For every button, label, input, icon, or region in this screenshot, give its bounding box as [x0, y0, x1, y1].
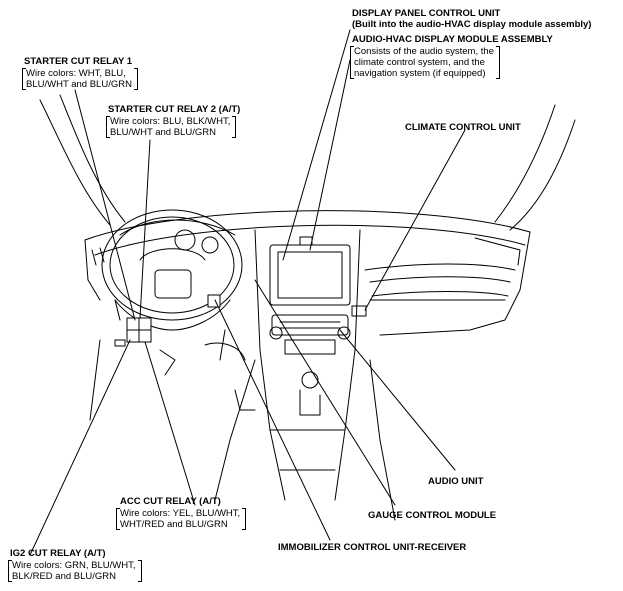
leader-audio-hvac — [309, 59, 351, 251]
starter-cut-1-desc-box: Wire colors: WHT, BLU, BLU/WHT and BLU/G… — [22, 68, 138, 90]
display-panel-shape — [269, 244, 351, 306]
acc-cut-title: ACC CUT RELAY (A/T) — [120, 496, 221, 507]
dash-top — [84, 210, 531, 241]
steering-wheel — [101, 209, 243, 321]
climate-control-title: CLIMATE CONTROL UNIT — [405, 122, 521, 133]
shifter — [299, 389, 321, 416]
leader-starter-2 — [139, 139, 151, 319]
acc-cut-desc-line-2: WHT/RED and BLU/GRN — [120, 519, 228, 530]
immobilizer-shape — [207, 294, 221, 308]
ig2-cut-title: IG2 CUT RELAY (A/T) — [10, 548, 106, 559]
display-panel-label: DISPLAY PANEL CONTROL UNIT (Built into t… — [352, 8, 591, 30]
leader-starter-1 — [74, 89, 136, 321]
audio-unit-title: AUDIO UNIT — [428, 476, 484, 487]
starter-cut-2-title: STARTER CUT RELAY 2 (A/T) — [108, 104, 241, 115]
starter-cut-1-title: STARTER CUT RELAY 1 — [24, 56, 133, 67]
immobilizer-title: IMMOBILIZER CONTROL UNIT-RECEIVER — [278, 542, 467, 553]
starter-cut-1-desc-line-2: BLU/WHT and BLU/GRN — [26, 79, 132, 90]
center-console-left — [254, 229, 286, 501]
starter-cut-2-desc-line-1: Wire colors: BLU, BLK/WHT, — [110, 116, 231, 127]
leader-display-panel — [282, 29, 351, 261]
leader-acc — [144, 341, 196, 506]
leader-ig2 — [29, 339, 131, 556]
ig2-cut-desc-box: Wire colors: GRN, BLU/WHT, BLK/RED and B… — [8, 560, 142, 582]
leader-audio-unit — [339, 329, 456, 471]
left-a-pillar — [39, 99, 111, 226]
starter-cut-1-desc-line-1: Wire colors: WHT, BLU, — [26, 68, 126, 79]
acc-cut-desc-line-1: Wire colors: YEL, BLU/WHT, — [120, 508, 241, 519]
ig2-cut-desc-line-1: Wire colors: GRN, BLU/WHT, — [12, 560, 136, 571]
gauge-control-title: GAUGE CONTROL MODULE — [368, 510, 497, 521]
audio-hvac-title: AUDIO-HVAC DISPLAY MODULE ASSEMBLY — [352, 34, 553, 45]
audio-hvac-desc-line-2: climate control system, and the — [354, 57, 485, 68]
relay-block-1 — [126, 317, 140, 331]
audio-hvac-desc-line-3: navigation system (if equipped) — [354, 68, 486, 79]
right-a-pillar — [494, 104, 556, 223]
starter-cut-2-desc-box: Wire colors: BLU, BLK/WHT, BLU/WHT and B… — [106, 116, 237, 138]
acc-cut-desc-box: Wire colors: YEL, BLU/WHT, WHT/RED and B… — [116, 508, 247, 530]
leader-immobilizer — [214, 299, 331, 541]
audio-hvac-desc-line-1: Consists of the audio system, the — [354, 46, 494, 57]
center-console-right — [334, 229, 361, 501]
starter-cut-2-desc-line-2: BLU/WHT and BLU/GRN — [110, 127, 216, 138]
leader-gauge — [254, 279, 396, 506]
audio-hvac-desc-box: Consists of the audio system, the climat… — [350, 46, 500, 79]
display-panel-title: DISPLAY PANEL CONTROL UNIT — [352, 8, 501, 19]
leader-climate — [364, 129, 466, 311]
climate-unit-shape — [351, 305, 367, 317]
audio-unit-shape — [271, 314, 349, 336]
display-panel-subtitle: (Built into the audio-HVAC display modul… — [352, 19, 592, 30]
ig2-cut-desc-line-2: BLK/RED and BLU/GRN — [12, 571, 117, 582]
